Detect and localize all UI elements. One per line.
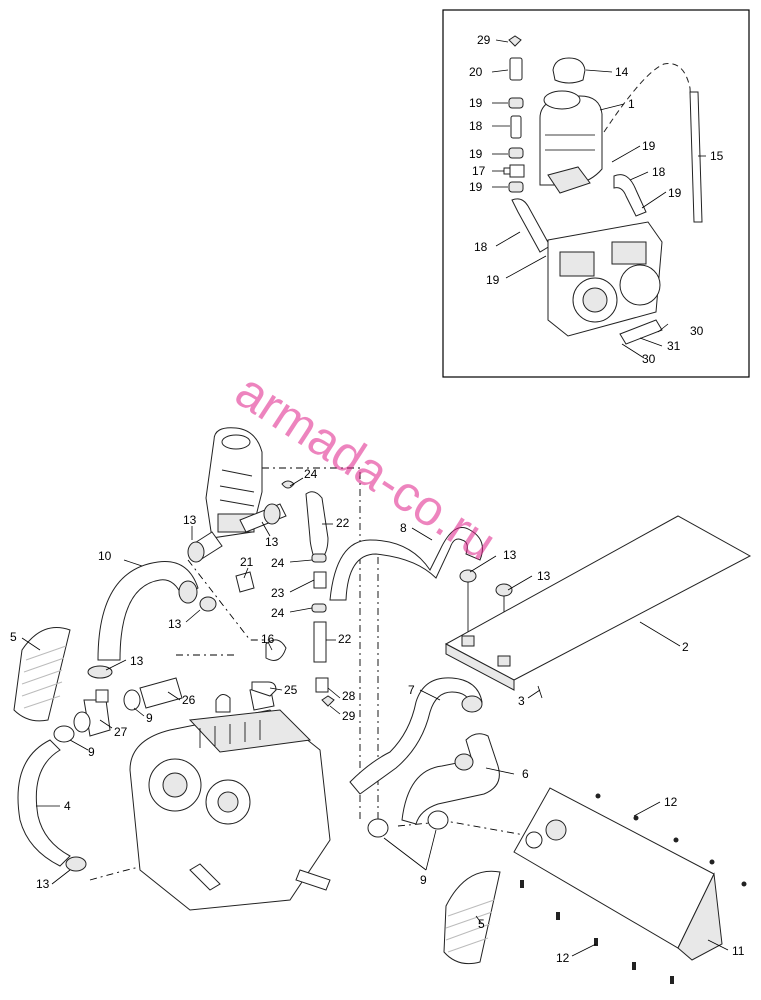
main-part-labels: 24 22 13 13 21 24 23 24 22 16 8 13 13 10… (10, 467, 745, 965)
inset-label-20: 20 (469, 65, 483, 79)
label-21: 21 (240, 555, 254, 569)
corrugated-duct-left (13, 627, 71, 722)
inset-frame (442, 9, 750, 378)
bracket (235, 571, 255, 593)
label-24: 24 (271, 556, 285, 570)
label-28: 28 (342, 689, 356, 703)
label-9: 9 (146, 711, 153, 725)
label-9: 9 (88, 745, 95, 759)
inset-label-18: 18 (469, 119, 483, 133)
label-10: 10 (98, 549, 112, 563)
label-22: 22 (338, 632, 352, 646)
label-9: 9 (420, 873, 427, 887)
inset-label-19: 19 (642, 139, 656, 153)
label-13: 13 (183, 513, 197, 527)
label-12: 12 (556, 951, 570, 965)
inset-vent-hose (603, 63, 697, 219)
inset-label-17: 17 (472, 164, 486, 178)
hose-10 (97, 561, 199, 661)
label-26: 26 (182, 693, 196, 707)
label-3: 3 (518, 694, 525, 708)
label-13: 13 (168, 617, 182, 631)
label-24: 24 (271, 606, 285, 620)
label-23: 23 (271, 586, 285, 600)
label-13: 13 (537, 569, 551, 583)
label-6: 6 (522, 767, 529, 781)
label-13: 13 (503, 548, 517, 562)
label-2: 2 (682, 640, 689, 654)
inset-label-19: 19 (469, 180, 483, 194)
inset-label-19: 19 (668, 186, 682, 200)
inset-throttle-body (547, 221, 663, 337)
t-fitting-assembly (53, 665, 183, 743)
inset-label-31: 31 (667, 339, 681, 353)
inset-label-18: 18 (652, 165, 666, 179)
inset-label-18: 18 (474, 240, 488, 254)
inset-label-19: 19 (486, 273, 500, 287)
main-leaders (21, 477, 729, 957)
hose-4 (17, 739, 71, 867)
label-25: 25 (284, 683, 298, 697)
label-5: 5 (10, 630, 17, 644)
hose-clip (265, 639, 287, 661)
label-13: 13 (36, 877, 50, 891)
inset-label-15: 15 (710, 149, 724, 163)
label-8: 8 (400, 521, 407, 535)
inset-label-1: 1 (628, 97, 635, 111)
label-5: 5 (478, 917, 485, 931)
inset-label-29: 29 (477, 33, 491, 47)
label-13: 13 (265, 535, 279, 549)
label-27: 27 (114, 725, 128, 739)
screws (520, 793, 747, 984)
inset-leaders (491, 39, 706, 359)
tank-outlet-hoses (187, 503, 287, 563)
inset-label-30: 30 (642, 352, 656, 366)
heat-exchanger-plate (444, 515, 752, 691)
inset-fitting-stack (503, 35, 525, 193)
label-4: 4 (64, 799, 71, 813)
inset-part-labels: 29 20 19 18 19 17 19 18 19 14 1 19 18 19… (469, 33, 724, 366)
inset-label-19: 19 (469, 147, 483, 161)
inset-cap (552, 57, 586, 84)
label-24: 24 (304, 467, 318, 481)
main-reservoir-tank (205, 427, 263, 539)
hose-8 (329, 527, 483, 601)
label-22: 22 (336, 516, 350, 530)
hose-6 (401, 733, 500, 825)
inset-label-30: 30 (690, 324, 704, 338)
engine-block (129, 685, 331, 911)
label-11: 11 (732, 944, 745, 958)
heat-exchanger-11 (513, 787, 723, 961)
label-12: 12 (664, 795, 678, 809)
label-16: 16 (261, 632, 275, 646)
inset-label-14: 14 (615, 65, 629, 79)
hose-7 (349, 677, 483, 795)
label-29: 29 (342, 709, 356, 723)
fitting-chain-center (281, 480, 329, 663)
inset-reservoir-tank (539, 90, 603, 194)
corrugated-duct-right (443, 870, 501, 965)
label-7: 7 (408, 683, 415, 697)
label-13: 13 (130, 654, 144, 668)
inset-label-19: 19 (469, 96, 483, 110)
